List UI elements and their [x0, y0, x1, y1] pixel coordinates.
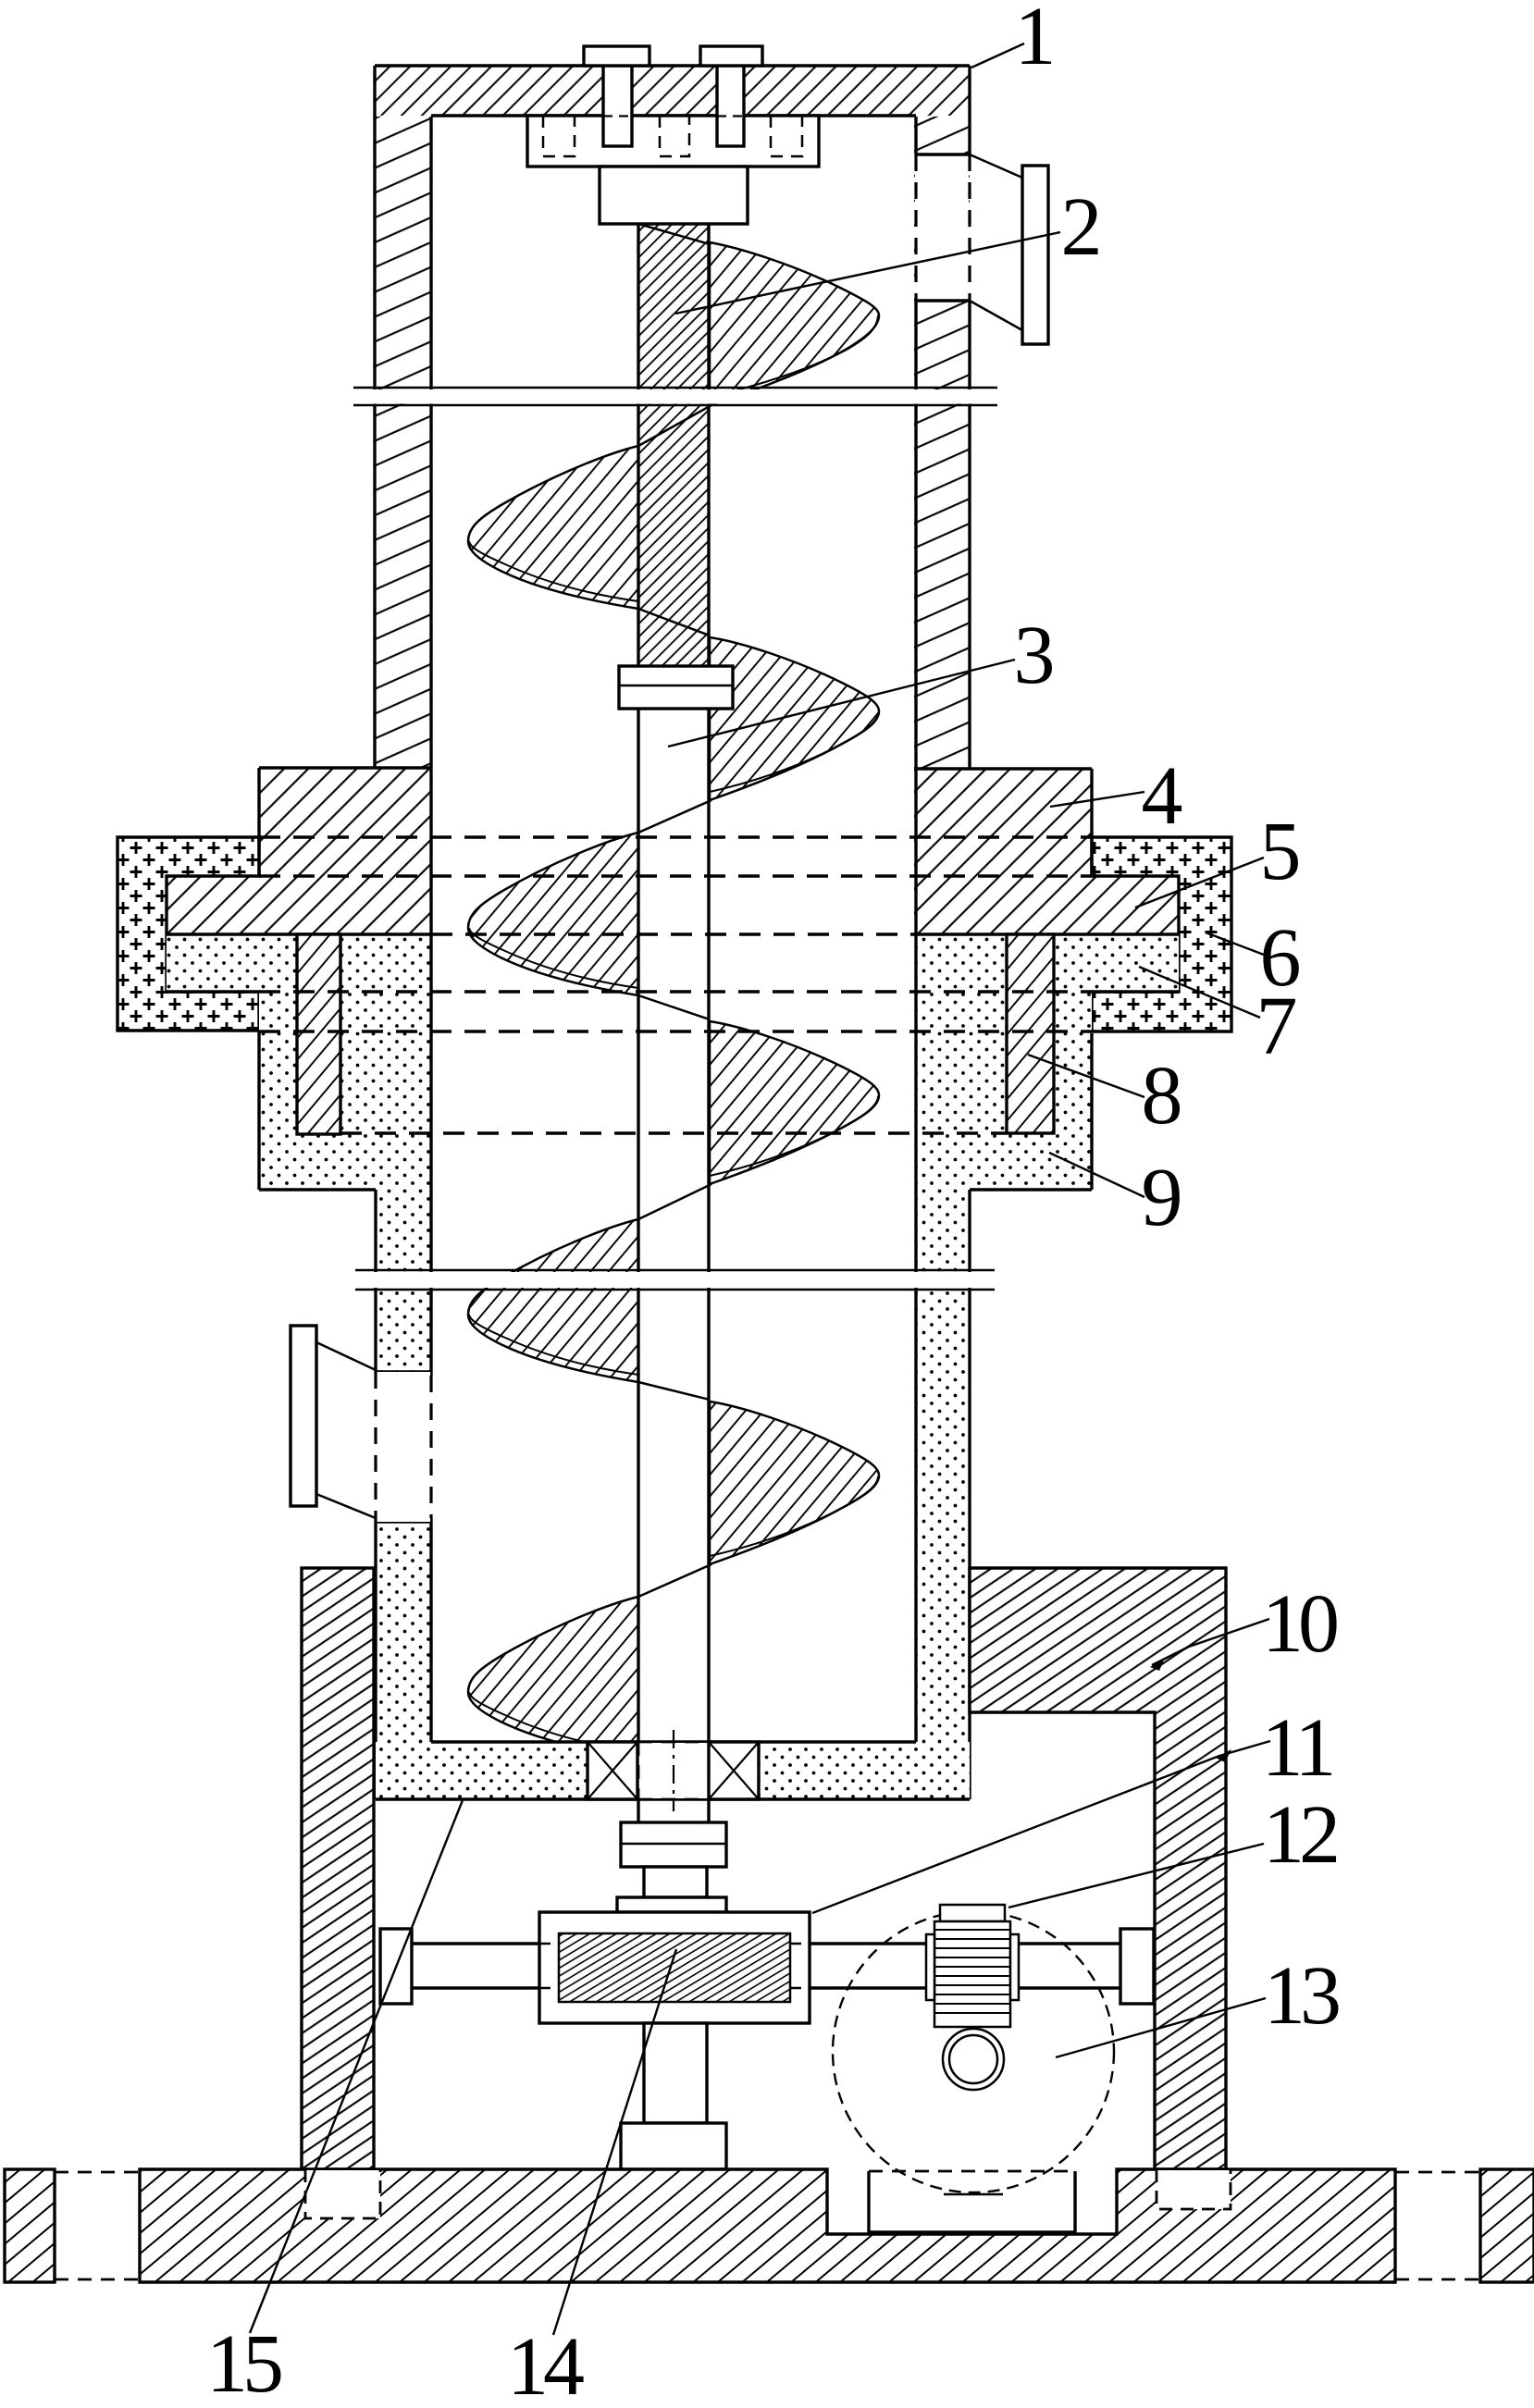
- svg-text:8: 8: [1142, 1050, 1183, 1142]
- svg-text:10: 10: [1262, 1578, 1337, 1670]
- svg-text:6: 6: [1260, 912, 1302, 1004]
- svg-text:9: 9: [1142, 1152, 1183, 1243]
- svg-text:15: 15: [206, 2318, 281, 2408]
- svg-text:5: 5: [1260, 806, 1302, 897]
- svg-text:4: 4: [1142, 750, 1183, 842]
- svg-text:14: 14: [507, 2321, 584, 2408]
- svg-text:12: 12: [1263, 1789, 1337, 1881]
- svg-text:3: 3: [1014, 610, 1056, 701]
- svg-text:7: 7: [1256, 981, 1298, 1072]
- svg-text:11: 11: [1262, 1702, 1332, 1794]
- svg-text:1: 1: [1015, 0, 1057, 82]
- svg-text:13: 13: [1264, 1950, 1339, 2042]
- svg-text:2: 2: [1061, 181, 1103, 273]
